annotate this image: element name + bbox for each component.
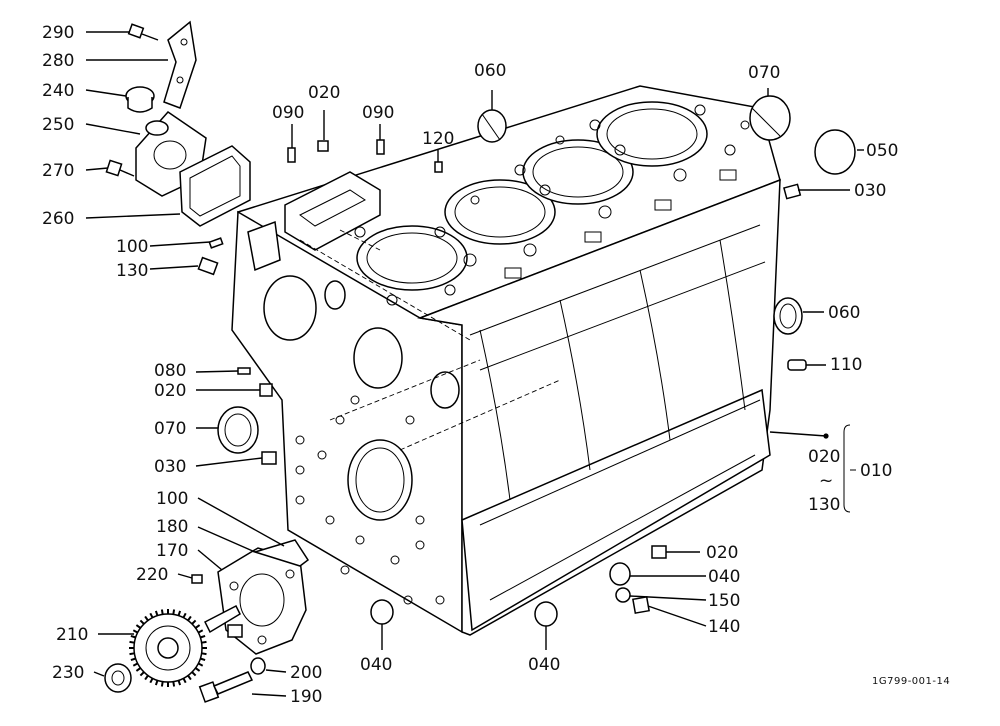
- callout-080: 080: [154, 361, 186, 381]
- callout-290: 290: [42, 23, 74, 43]
- callout-170: 170: [156, 541, 188, 561]
- bolt-290: [127, 23, 159, 41]
- callout-020c: 020: [706, 543, 738, 563]
- nut-230: [104, 663, 132, 693]
- plug-040a: [370, 599, 394, 625]
- washer-200: [250, 657, 266, 675]
- plug-020b: [259, 383, 273, 397]
- pin-220: [191, 574, 203, 584]
- callout-270: 270: [42, 161, 74, 181]
- callout-150: 150: [708, 591, 740, 611]
- plug-130a: [197, 256, 219, 276]
- cylinder-block: [231, 85, 781, 636]
- pin-090a: [287, 147, 296, 163]
- reference-code: 1G799-001-14: [872, 676, 950, 687]
- callout-060a: 060: [474, 61, 506, 81]
- pin-100a: [208, 237, 224, 249]
- plug-030b: [261, 451, 277, 465]
- deck-holes: [354, 104, 750, 306]
- callout-030b: 030: [154, 457, 186, 477]
- front-face-holes: [295, 395, 445, 605]
- callout-280: 280: [42, 51, 74, 71]
- callout-130a: 130: [116, 261, 148, 281]
- dowel-120: [434, 161, 443, 173]
- plug-060a: [477, 109, 507, 143]
- bolt-270: [105, 159, 135, 177]
- callout-250: 250: [42, 115, 74, 135]
- callout-090a: 090: [272, 103, 304, 123]
- callout-140: 140: [708, 617, 740, 637]
- callout-020r: 020: [808, 447, 840, 467]
- plug-030a: [783, 183, 802, 200]
- bolt-190: [198, 671, 254, 703]
- gear-teeth: [129, 609, 207, 687]
- callout-040b: 040: [528, 655, 560, 675]
- plug-020c: [651, 545, 667, 559]
- pin-110: [787, 359, 807, 371]
- callout-100a: 100: [116, 237, 148, 257]
- callout-tilde: ~: [819, 471, 833, 491]
- callout-200: 200: [290, 663, 322, 683]
- plug-240: [125, 86, 155, 113]
- seal-070b: [217, 406, 259, 454]
- callout-030a: 030: [854, 181, 886, 201]
- washer-150: [615, 587, 631, 603]
- shaft: [203, 604, 243, 638]
- callout-070a: 070: [748, 63, 780, 83]
- plug-040c: [609, 562, 631, 586]
- callout-210: 210: [56, 625, 88, 645]
- gasket-260: [179, 145, 251, 227]
- callout-220: 220: [136, 565, 168, 585]
- bolt-140: [632, 596, 650, 614]
- callout-040c: 040: [708, 567, 740, 587]
- callout-labels: 290 280 240 250 270 260 100 130 090 020 …: [42, 23, 950, 707]
- reference-dot: [823, 433, 829, 439]
- gear-210: [129, 609, 207, 687]
- callout-100b: 100: [156, 489, 188, 509]
- callout-010: 010: [860, 461, 892, 481]
- plug-070a: [749, 95, 791, 141]
- pin-080: [237, 367, 251, 375]
- seal-060b: [773, 297, 803, 335]
- callout-020b: 020: [154, 381, 186, 401]
- callout-120: 120: [422, 129, 454, 149]
- pin-090b: [376, 139, 385, 155]
- leader-lines: [85, 31, 864, 697]
- callout-130r: 130: [808, 495, 840, 515]
- thermostat-bracket-280: [163, 20, 197, 109]
- plug-040b: [534, 601, 558, 627]
- callout-070b: 070: [154, 419, 186, 439]
- callout-230: 230: [52, 663, 84, 683]
- callout-240: 240: [42, 81, 74, 101]
- plug-050: [814, 129, 856, 175]
- callout-060b: 060: [828, 303, 860, 323]
- callout-040a: 040: [360, 655, 392, 675]
- callout-110: 110: [830, 355, 862, 375]
- callout-260: 260: [42, 209, 74, 229]
- plug-020a: [317, 140, 329, 152]
- callout-090b: 090: [362, 103, 394, 123]
- callout-050: 050: [866, 141, 898, 161]
- callout-020a: 020: [308, 83, 340, 103]
- callout-180: 180: [156, 517, 188, 537]
- callout-190: 190: [290, 687, 322, 707]
